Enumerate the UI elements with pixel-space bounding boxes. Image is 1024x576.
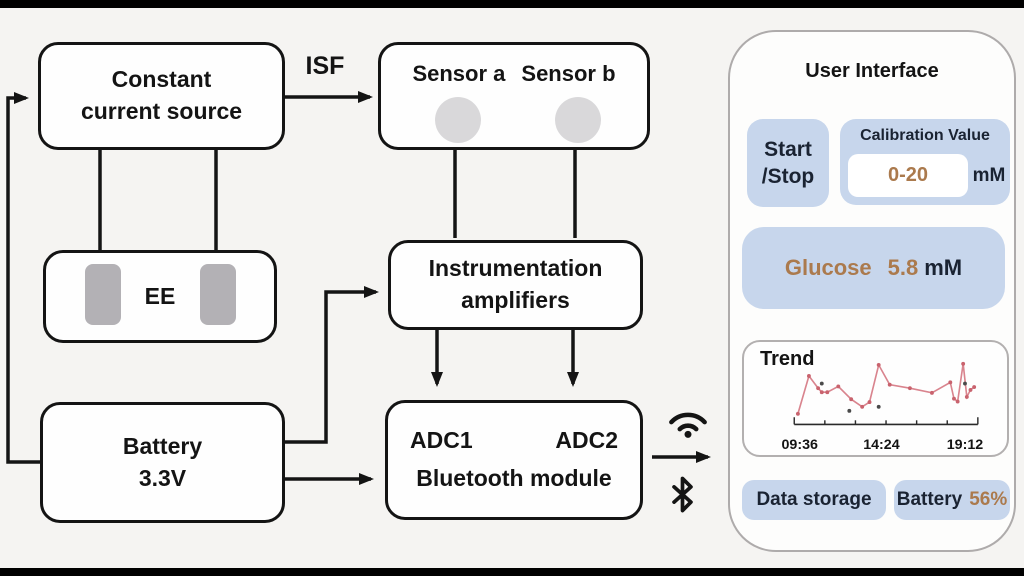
calibration-label: Calibration Value: [860, 127, 990, 144]
calibration-panel: Calibration Value 0-20 mM: [840, 119, 1010, 205]
trend-line-chart: 09:36 14:24 19:12: [782, 361, 984, 453]
constant-current-source-box: Constant current source: [38, 42, 285, 150]
battery-status-label: Battery: [896, 489, 963, 510]
glucose-unit-label: mM: [924, 255, 963, 280]
amplifiers-label-line2: amplifiers: [461, 287, 570, 313]
adc-bluetooth-box: ADC1 ADC2 Bluetooth module: [385, 400, 643, 520]
sensors-box: Sensor a Sensor b: [378, 42, 650, 150]
user-interface-panel: User Interface Start /Stop Calibration V…: [728, 30, 1016, 552]
trend-title: Trend: [760, 348, 815, 370]
ee-label: EE: [144, 282, 176, 309]
data-storage-button[interactable]: Data storage: [742, 480, 886, 520]
sensor-a-label: Sensor a: [412, 61, 506, 86]
battery-status-badge: Battery 56%: [894, 480, 1010, 520]
letterbox-top: [0, 0, 1024, 8]
glucose-label: Glucose: [784, 255, 872, 280]
instrumentation-amplifiers-box: Instrumentation amplifiers: [388, 240, 643, 330]
svg-text:09:36: 09:36: [782, 437, 818, 453]
ee-electrode-left: [85, 264, 121, 325]
svg-text:19:12: 19:12: [947, 437, 984, 453]
ccs-label-line2: current source: [80, 98, 243, 124]
trend-chart-card: Trend 09:36 14:24 19:12: [742, 340, 1009, 457]
battery-percent-value: 56%: [969, 489, 1008, 510]
start-stop-button[interactable]: Start /Stop: [747, 119, 829, 207]
connector-battery-feedback: [6, 92, 42, 464]
bluetooth-module-label: Bluetooth module: [416, 465, 612, 491]
battery-label-line2: 3.3V: [138, 464, 187, 491]
adc1-label: ADC1: [410, 427, 473, 454]
connector-battery-to-amplifiers: [283, 286, 379, 444]
calibration-unit-label: mM: [972, 165, 1006, 186]
isf-label: ISF: [305, 52, 345, 80]
battery-label-line1: Battery: [122, 432, 203, 459]
battery-box: Battery 3.3V: [40, 402, 285, 523]
wifi-icon: [669, 412, 707, 438]
amplifiers-label-line1: Instrumentation: [428, 255, 603, 282]
ee-electrode-right: [200, 264, 236, 325]
sensor-b-label: Sensor b: [521, 61, 616, 86]
adc2-label: ADC2: [555, 427, 618, 454]
start-stop-line1: Start: [764, 138, 812, 161]
glucose-reading-panel: Glucose 5.8 mM: [742, 227, 1005, 309]
ccs-label-line1: Constant: [111, 66, 212, 93]
ee-box: EE: [43, 250, 277, 343]
glucose-value: 5.8: [887, 255, 919, 280]
sensor-b-electrode: [555, 97, 601, 143]
bluetooth-icon: [672, 476, 693, 513]
ui-title: User Interface: [805, 60, 939, 82]
calibration-value-input[interactable]: 0-20: [848, 154, 968, 197]
letterbox-bottom: [0, 568, 1024, 576]
svg-text:14:24: 14:24: [863, 437, 900, 453]
start-stop-line2: /Stop: [761, 165, 815, 188]
sensor-a-electrode: [435, 97, 481, 143]
